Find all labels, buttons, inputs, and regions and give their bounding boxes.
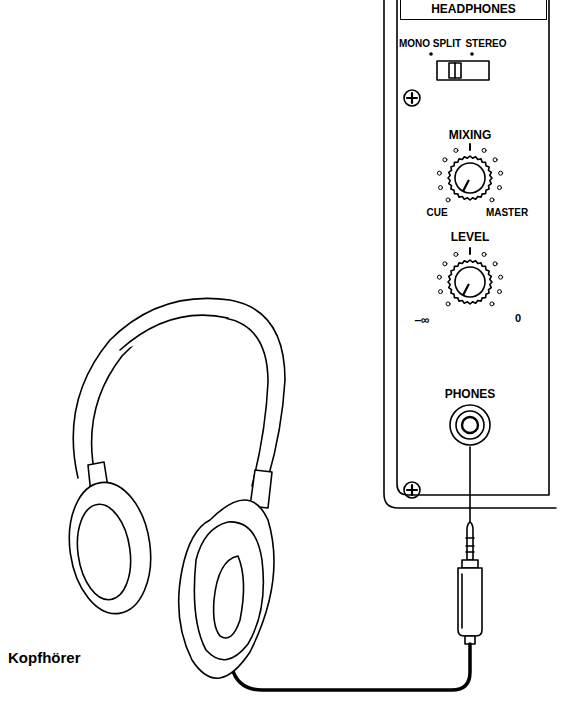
section-title: HEADPHONES [431,3,516,15]
switch-slider [449,63,461,78]
level-knob [437,248,502,306]
mixing-knob [437,144,502,202]
scale-dot [454,148,458,152]
screw [404,482,420,498]
scale-dot [490,198,494,202]
control-name: LEVEL [451,231,490,243]
screw [404,90,420,106]
scale-dot [437,275,441,279]
scale-dot [439,290,443,294]
part-name: Kopfhörer [8,650,81,665]
switch-position-label: STEREO [465,39,506,49]
scale-dot [499,275,503,279]
knob-pointer [463,181,468,191]
switch-position-label: MONO SPLIT [399,39,461,49]
scale-dot [446,302,450,306]
switch-housing [437,61,489,80]
scale-dot [446,198,450,202]
phone-plug [458,447,482,644]
scale-label: –∞ [414,314,429,326]
phones-jack [450,405,490,445]
knob-cap [455,267,485,297]
headphone-cable [232,644,470,690]
panel-outer [384,0,556,508]
scale-dot [439,186,443,190]
scale-dot [437,171,441,175]
knob-pointer [463,285,468,295]
jack-name: PHONES [445,388,496,400]
scale-dot [443,158,447,162]
control-name: MIXING [449,129,492,141]
panel-inner [397,0,549,495]
headphones [61,298,285,678]
knob-cap [455,163,485,193]
scale-dot [493,262,497,266]
knob-outline [448,260,492,304]
scale-dot [499,171,503,175]
scale-dot [443,262,447,266]
scale-dot [482,148,486,152]
scale-dot [493,158,497,162]
section-header-box: HEADPHONES [400,0,547,20]
scale-label: 0 [515,313,521,324]
scale-dot [498,290,502,294]
scale-label: CUE [426,208,447,218]
scale-dot [454,252,458,256]
scale-dot [490,302,494,306]
scale-dot [482,252,486,256]
scale-label: MASTER [486,208,528,218]
knob-outline [448,156,492,200]
scale-dot [498,186,502,190]
